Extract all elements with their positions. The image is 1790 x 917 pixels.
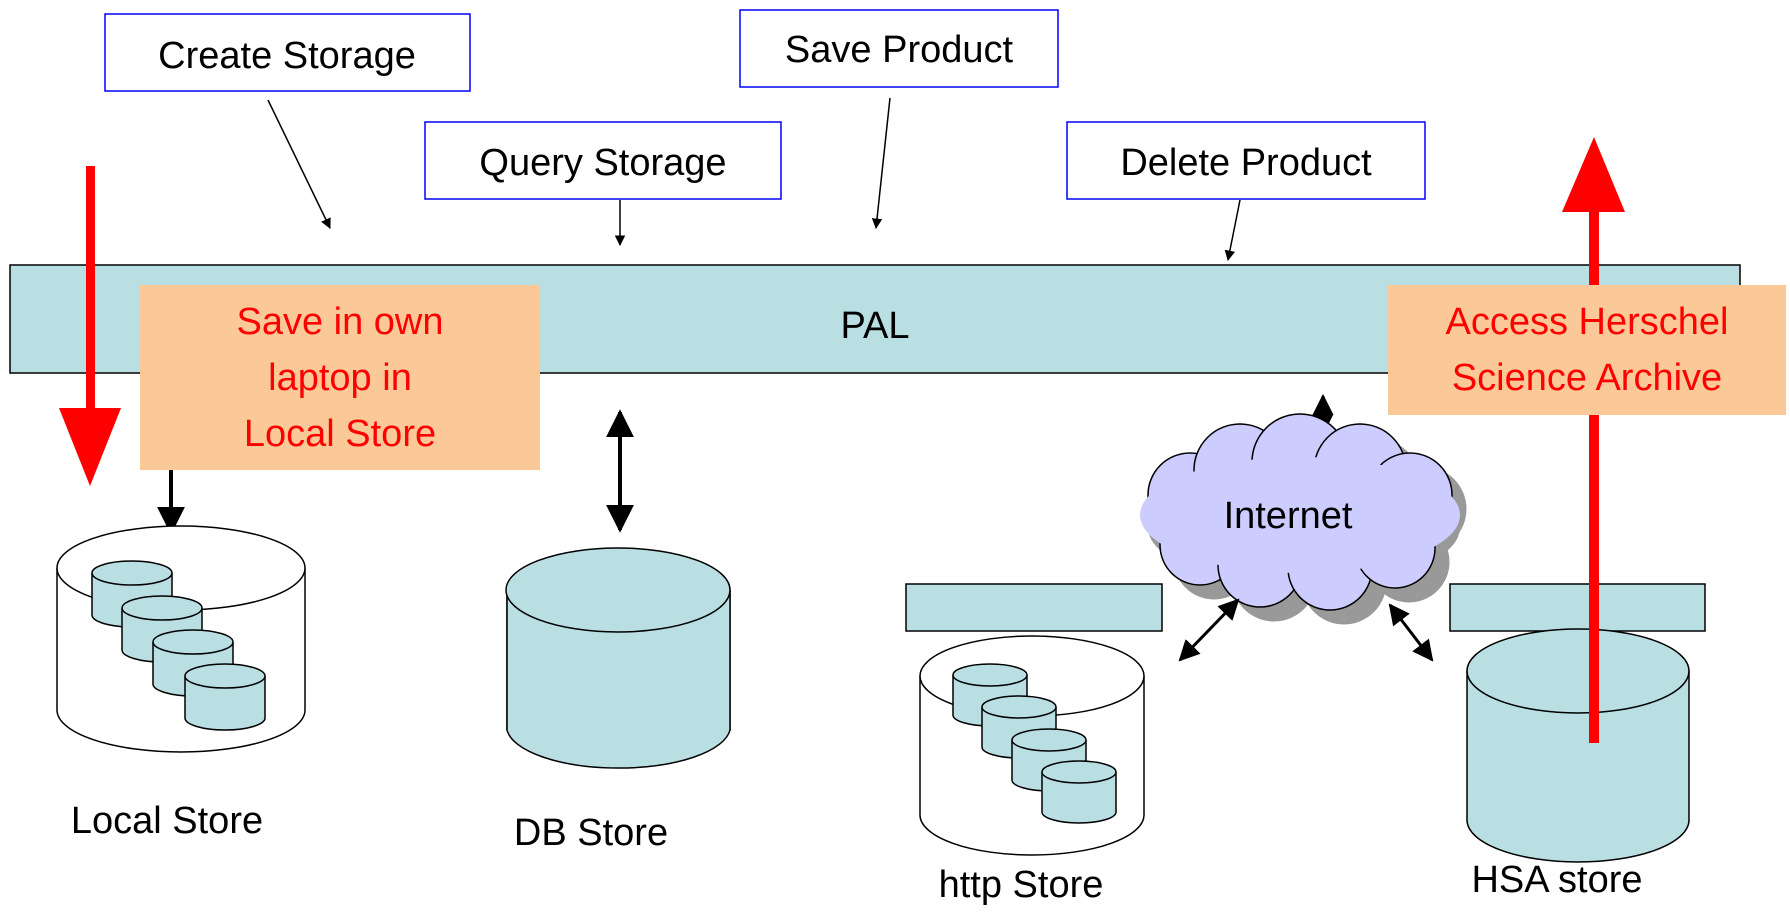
callout-hsa-access-line-1: Access Herschel [1446,301,1729,343]
hsa-store-cylinder [1466,628,1690,863]
pal-label: PAL [840,305,909,347]
op-query-storage: Query Storage [424,121,782,200]
callout-hsa-access-line-2: Science Archive [1452,357,1722,399]
internet-cloud: Internet [1140,413,1467,625]
hsa-store-label: HSA store [1471,859,1642,901]
http-store-label: http Store [939,864,1104,906]
callout-local-save-line-3: Local Store [244,413,436,455]
callout-hsa-access: Access Herschel Science Archive [1388,285,1786,415]
callout-local-save-line-1: Save in own [236,301,443,343]
callout-local-save: Save in own laptop in Local Store [140,285,540,470]
http-store-cylinder [919,635,1145,856]
local-store-label: Local Store [71,800,263,842]
op-save-product-label: Save Product [785,29,1014,71]
http-store-mini-cylinders [952,663,1117,824]
local-store-cylinder [56,525,306,753]
op-create-storage: Create Storage [104,13,471,92]
local-store-mini-cylinders [91,560,266,731]
arrow-internet-hsa [1388,603,1434,662]
http-store-server-bar [905,583,1163,632]
db-store-label: DB Store [514,812,668,854]
callout-local-save-line-2: laptop in [268,357,412,399]
arrow-create-to-pal [267,99,331,229]
red-arrow-up-shaft-over [1589,415,1599,743]
db-store-cylinder [505,547,731,769]
arrow-delete-to-pal [1224,199,1241,262]
hsa-store-server-bar [1449,583,1706,632]
op-delete-product-label: Delete Product [1120,142,1372,184]
arrow-save-to-pal [871,97,891,230]
op-save-product: Save Product [739,9,1059,88]
op-delete-product: Delete Product [1066,121,1426,200]
red-arrow-down [59,166,121,486]
internet-label: Internet [1224,495,1353,537]
arrow-internet-http [1178,598,1240,662]
op-create-storage-label: Create Storage [158,35,416,77]
op-query-storage-label: Query Storage [479,142,726,184]
